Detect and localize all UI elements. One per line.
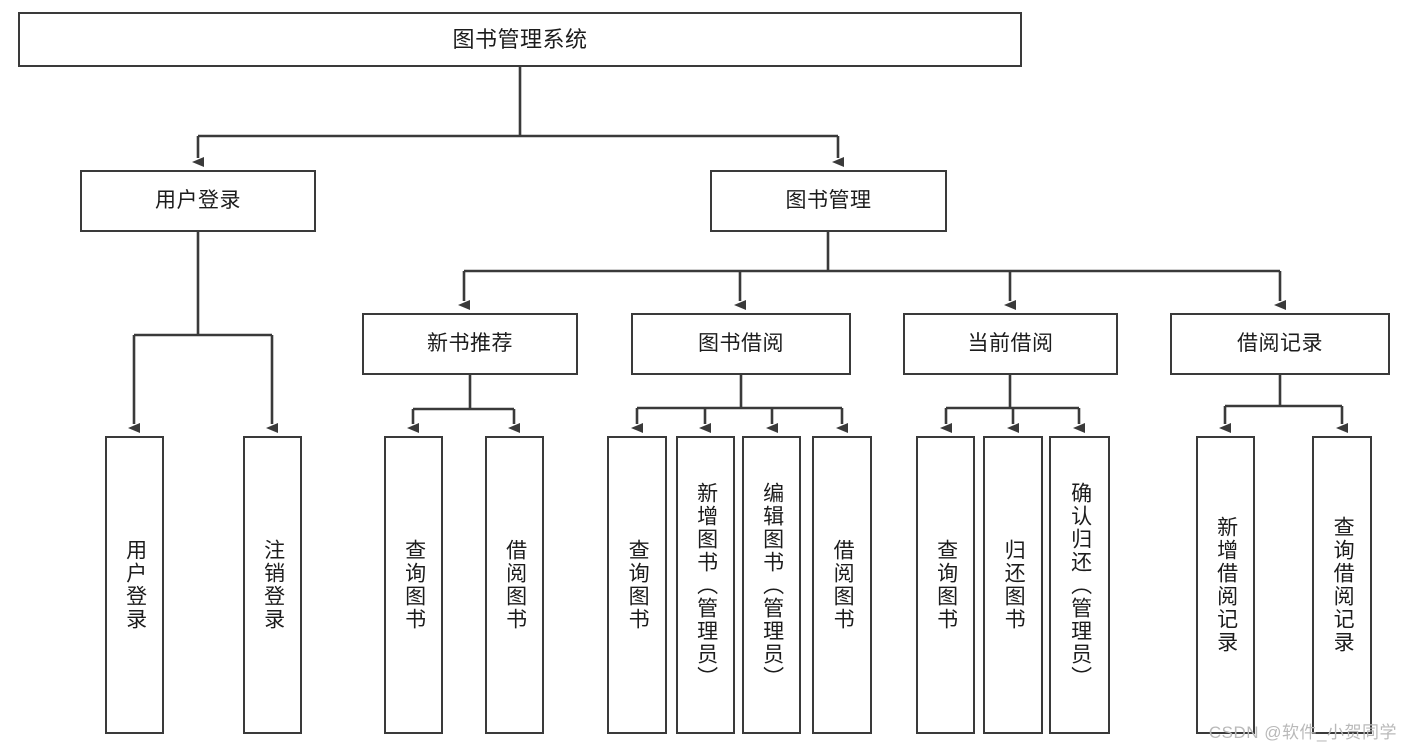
node-label: 归还图书 [1002,539,1026,631]
node-label: 用户登录 [155,188,241,212]
leaf-new-book-query-book[interactable]: 查询图书 [384,436,443,734]
leaf-book-borrow-add-book-admin[interactable]: 新增图书（管理员） [676,436,735,734]
leaf-book-borrow-query-book[interactable]: 查询图书 [607,436,667,734]
leaf-new-book-borrow-book[interactable]: 借阅图书 [485,436,544,734]
leaf-book-borrow-borrow-book[interactable]: 借阅图书 [812,436,872,734]
node-label: 借阅记录 [1237,331,1323,355]
node-label: 查询图书 [934,539,958,631]
node-label: 借阅图书 [831,539,855,631]
node-label: 编辑图书（管理员） [760,481,784,689]
node-book-borrow[interactable]: 图书借阅 [631,313,851,375]
leaf-current-borrow-confirm-return-admin[interactable]: 确认归还（管理员） [1049,436,1110,734]
node-label: 借阅图书 [503,539,527,631]
node-label: 当前借阅 [967,331,1054,355]
node-label: 注销登录 [261,539,285,631]
node-label: 新增图书（管理员） [694,481,718,689]
leaf-borrow-record-add-record[interactable]: 新增借阅记录 [1196,436,1255,734]
node-new-book-recommend[interactable]: 新书推荐 [362,313,578,375]
node-label: 查询借阅记录 [1331,516,1355,654]
leaf-current-borrow-query-book[interactable]: 查询图书 [916,436,975,734]
node-label: 查询图书 [402,539,426,631]
watermark-text: CSDN @软件_小贺同学 [1208,723,1397,742]
node-user-login[interactable]: 用户登录 [80,170,316,232]
node-label: 图书借阅 [698,331,784,355]
node-label: 图书管理 [785,188,872,212]
leaf-current-borrow-return-book[interactable]: 归还图书 [983,436,1043,734]
node-label: 查询图书 [626,539,650,631]
leaf-book-borrow-edit-book-admin[interactable]: 编辑图书（管理员） [742,436,801,734]
node-label: 图书管理系统 [452,26,588,52]
leaf-user-login-login[interactable]: 用户登录 [105,436,164,734]
leaf-user-login-logout[interactable]: 注销登录 [243,436,302,734]
node-borrow-record[interactable]: 借阅记录 [1170,313,1390,375]
node-label: 新增借阅记录 [1214,516,1238,654]
node-book-management[interactable]: 图书管理 [710,170,947,232]
node-label: 确认归还（管理员） [1068,481,1092,689]
leaf-borrow-record-query-record[interactable]: 查询借阅记录 [1312,436,1372,734]
node-root-book-management-system[interactable]: 图书管理系统 [18,12,1022,67]
node-label: 新书推荐 [427,331,513,355]
node-current-borrow[interactable]: 当前借阅 [903,313,1118,375]
node-label: 用户登录 [123,539,147,631]
